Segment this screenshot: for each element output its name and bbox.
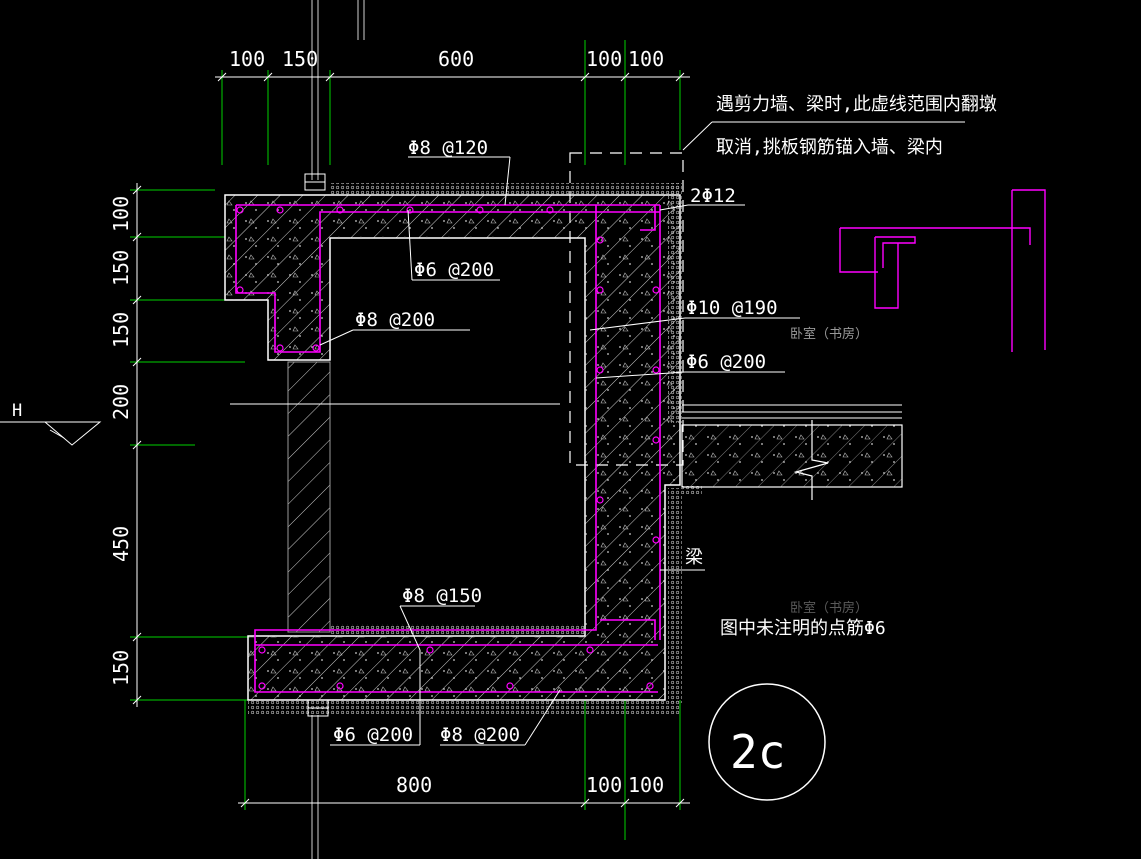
insulation-layers xyxy=(248,183,702,714)
room-label: 卧室（书房） xyxy=(790,326,868,342)
label-wall-dist: Φ6 @200 xyxy=(686,351,766,373)
dimension-texts: 100 150 600 100 100 800 100 100 xyxy=(229,47,664,797)
note-line-2: 取消,挑板钢筋锚入墙、梁内 xyxy=(716,137,943,158)
dim-left-1: 100 xyxy=(109,196,133,232)
dim-top-5: 100 xyxy=(628,47,664,71)
floor-slab xyxy=(681,404,903,500)
dim-left-3: 150 xyxy=(109,312,133,348)
dim-left-5: 450 xyxy=(109,526,133,562)
detail-bubble xyxy=(708,683,826,801)
reference-sketch xyxy=(839,189,1046,352)
rebar-dots xyxy=(236,206,660,690)
label-dist-top: Φ6 @200 xyxy=(414,259,494,281)
dim-bottom-2: 100 xyxy=(586,773,622,797)
dim-top-4: 100 xyxy=(586,47,622,71)
detail-id: 2c xyxy=(730,725,785,779)
label-ledge: Φ8 @200 xyxy=(355,309,435,331)
elevation-label: H xyxy=(12,401,22,421)
dashed-zone xyxy=(569,152,684,466)
dim-top-1: 100 xyxy=(229,47,265,71)
label-top-slab: Φ8 @120 xyxy=(408,137,488,159)
extension-lines xyxy=(130,40,681,840)
beam-label: 梁 xyxy=(685,547,703,568)
label-wall-main: Φ10 @190 xyxy=(686,297,778,319)
wall-section xyxy=(287,361,331,633)
dim-bottom-3: 100 xyxy=(628,773,664,797)
dim-left-6: 150 xyxy=(109,650,133,686)
rebar-lines xyxy=(235,204,661,693)
pipe-clamps xyxy=(304,173,329,717)
pipe-lines xyxy=(311,0,365,859)
note-line-1: 遇剪力墙、梁时,此虚线范围内翻墩 xyxy=(716,94,997,115)
dim-top-3: 600 xyxy=(438,47,474,71)
rebar-labels: Φ8 @120 2Φ12 Φ6 @200 Φ8 @200 Φ10 @190 Φ6… xyxy=(333,137,778,746)
dim-left-2: 150 xyxy=(109,250,133,286)
dimension-lines xyxy=(132,72,690,808)
dim-top-2: 150 xyxy=(282,47,318,71)
label-bottom-main: Φ8 @200 xyxy=(440,724,520,746)
dimension-texts-left: 100 150 150 200 450 150 xyxy=(109,196,133,686)
dim-left-4: 200 xyxy=(109,384,133,420)
label-two-bars: 2Φ12 xyxy=(690,185,736,207)
leader-lines xyxy=(319,121,965,746)
label-bottom-dist: Φ6 @200 xyxy=(333,724,413,746)
room-label-faded: 卧室（书房） xyxy=(790,600,868,616)
elevation-marker xyxy=(0,403,560,446)
general-note: 图中未注明的点筋Φ6 xyxy=(720,618,886,639)
dim-bottom-1: 800 xyxy=(396,773,432,797)
label-bottom-slab: Φ8 @150 xyxy=(402,585,482,607)
